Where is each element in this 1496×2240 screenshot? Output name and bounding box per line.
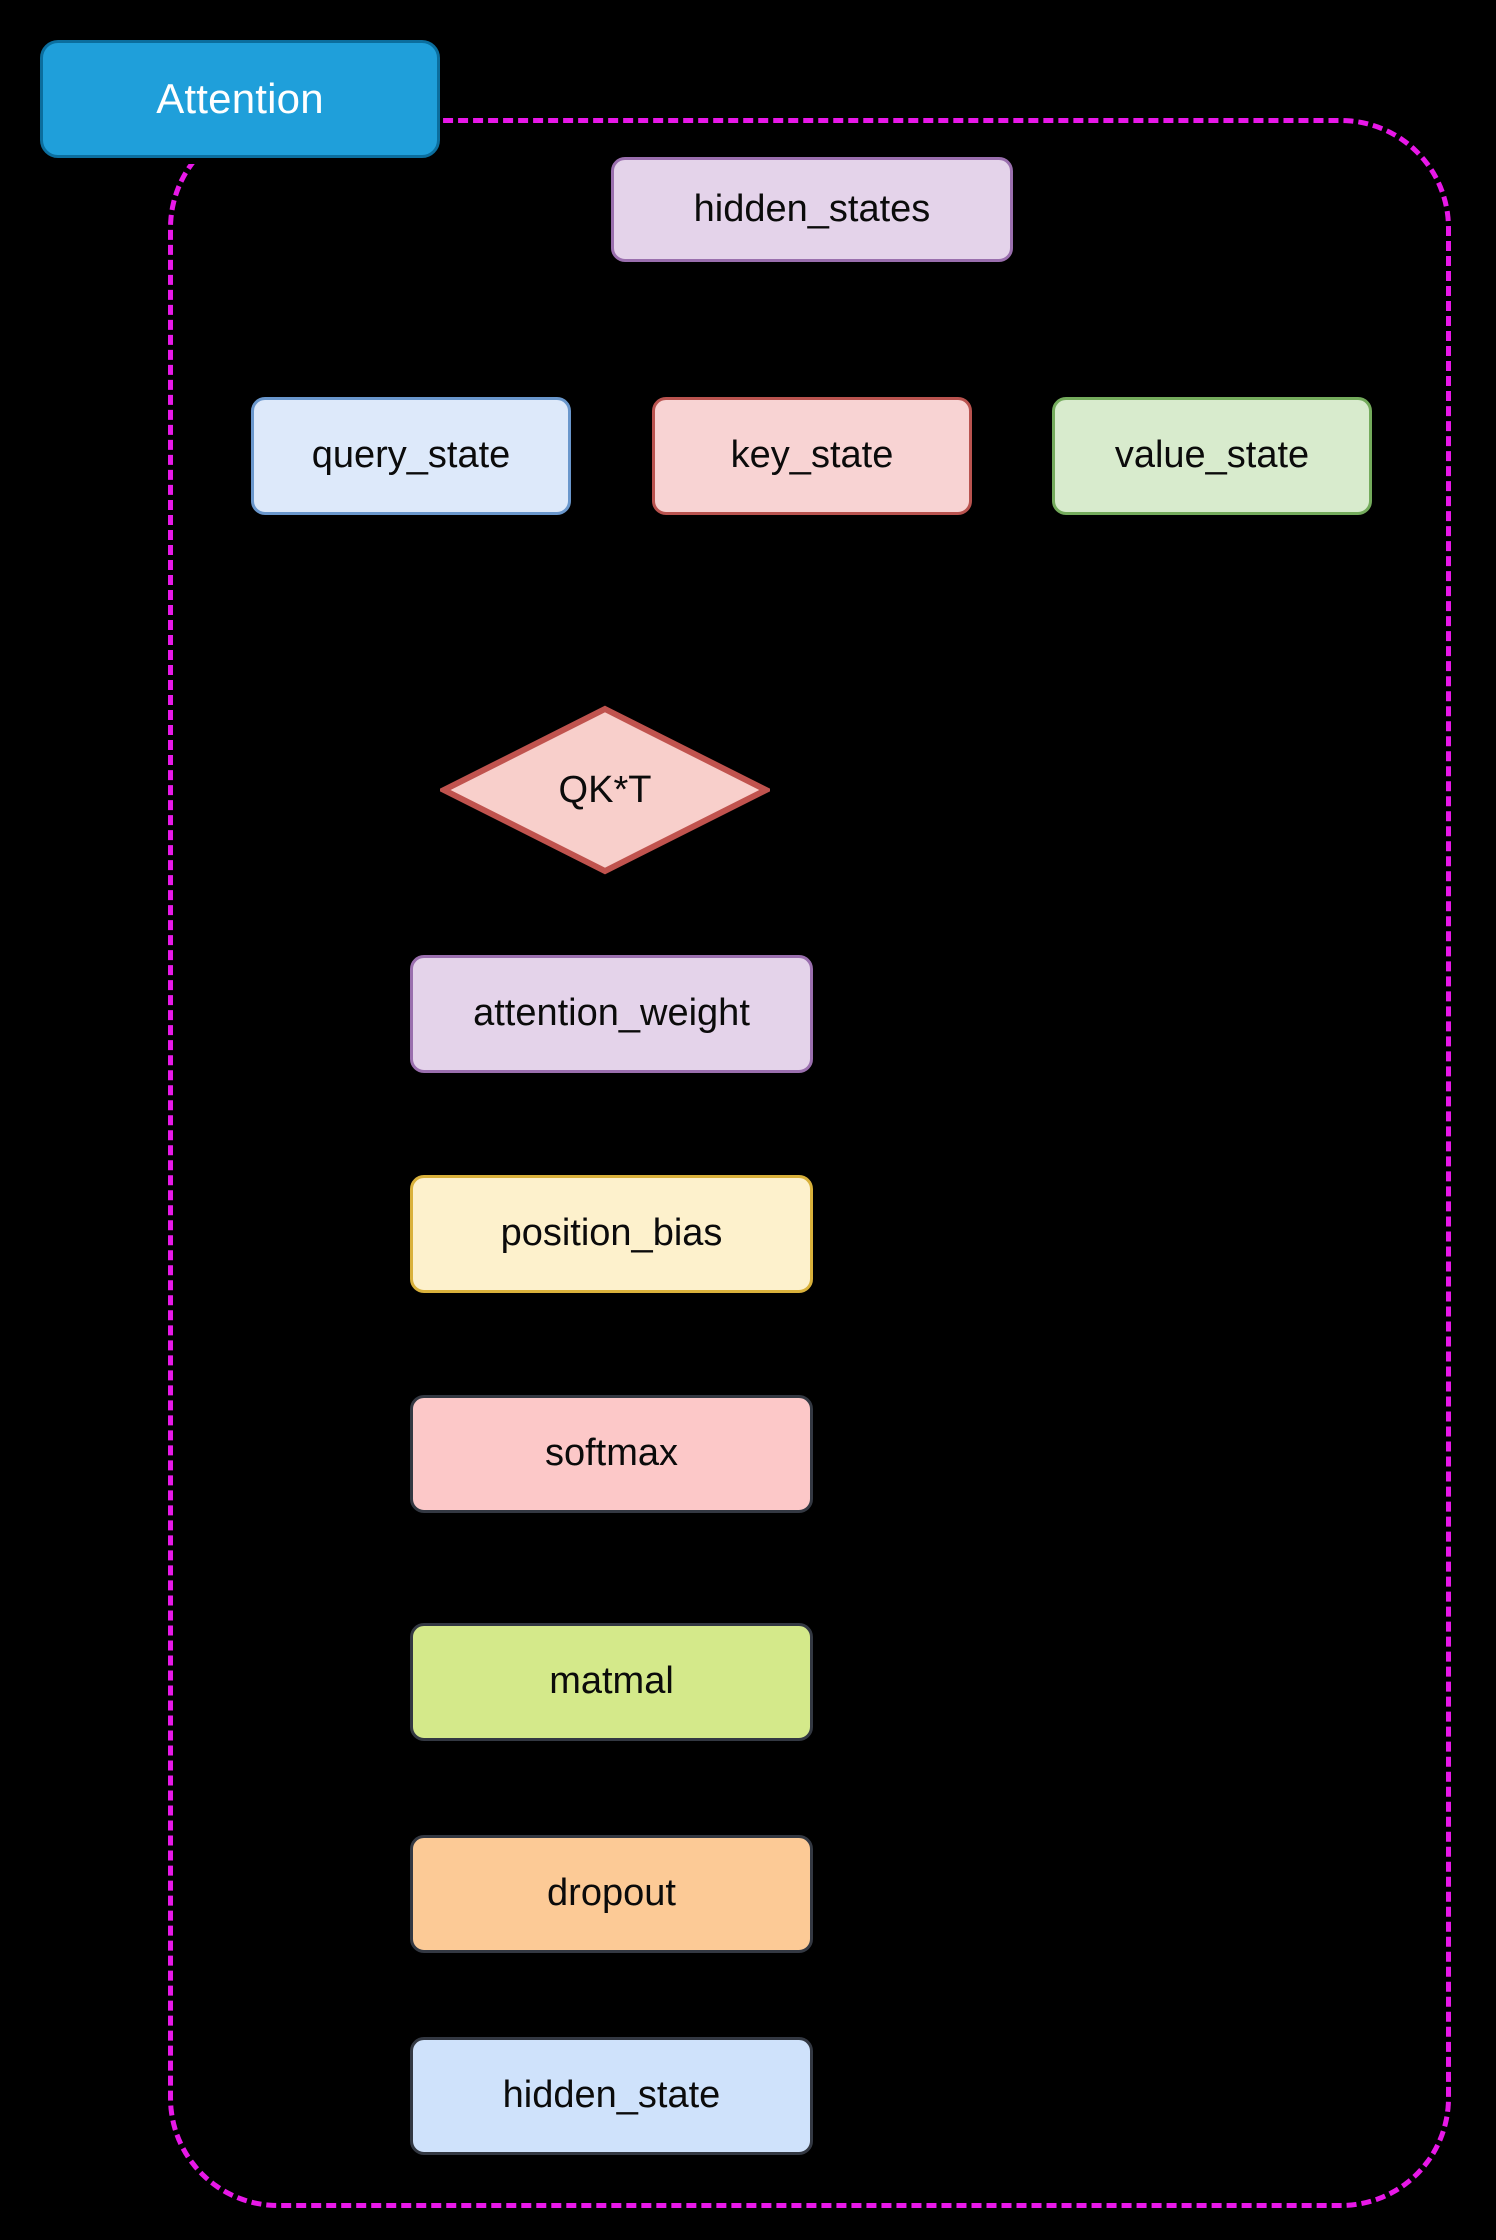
node-hidden-states[interactable]: hidden_states <box>611 157 1013 262</box>
node-attention-weight[interactable]: attention_weight <box>410 955 813 1073</box>
node-hidden-state[interactable]: hidden_state <box>410 2037 813 2155</box>
node-value-state[interactable]: value_state <box>1052 397 1372 515</box>
node-dropout[interactable]: dropout <box>410 1835 813 1953</box>
node-position-bias[interactable]: position_bias <box>410 1175 813 1293</box>
node-key-state[interactable]: key_state <box>652 397 972 515</box>
node-qkt-label: QK*T <box>558 768 652 811</box>
node-query-state[interactable]: query_state <box>251 397 571 515</box>
attention-subgraph-boundary <box>168 118 1451 2208</box>
node-qkt[interactable]: QK*T <box>440 705 770 875</box>
node-softmax[interactable]: softmax <box>410 1395 813 1513</box>
node-matmal[interactable]: matmal <box>410 1623 813 1741</box>
subgraph-title-attention[interactable]: Attention <box>40 40 440 158</box>
diamond-shape-icon <box>440 705 770 875</box>
